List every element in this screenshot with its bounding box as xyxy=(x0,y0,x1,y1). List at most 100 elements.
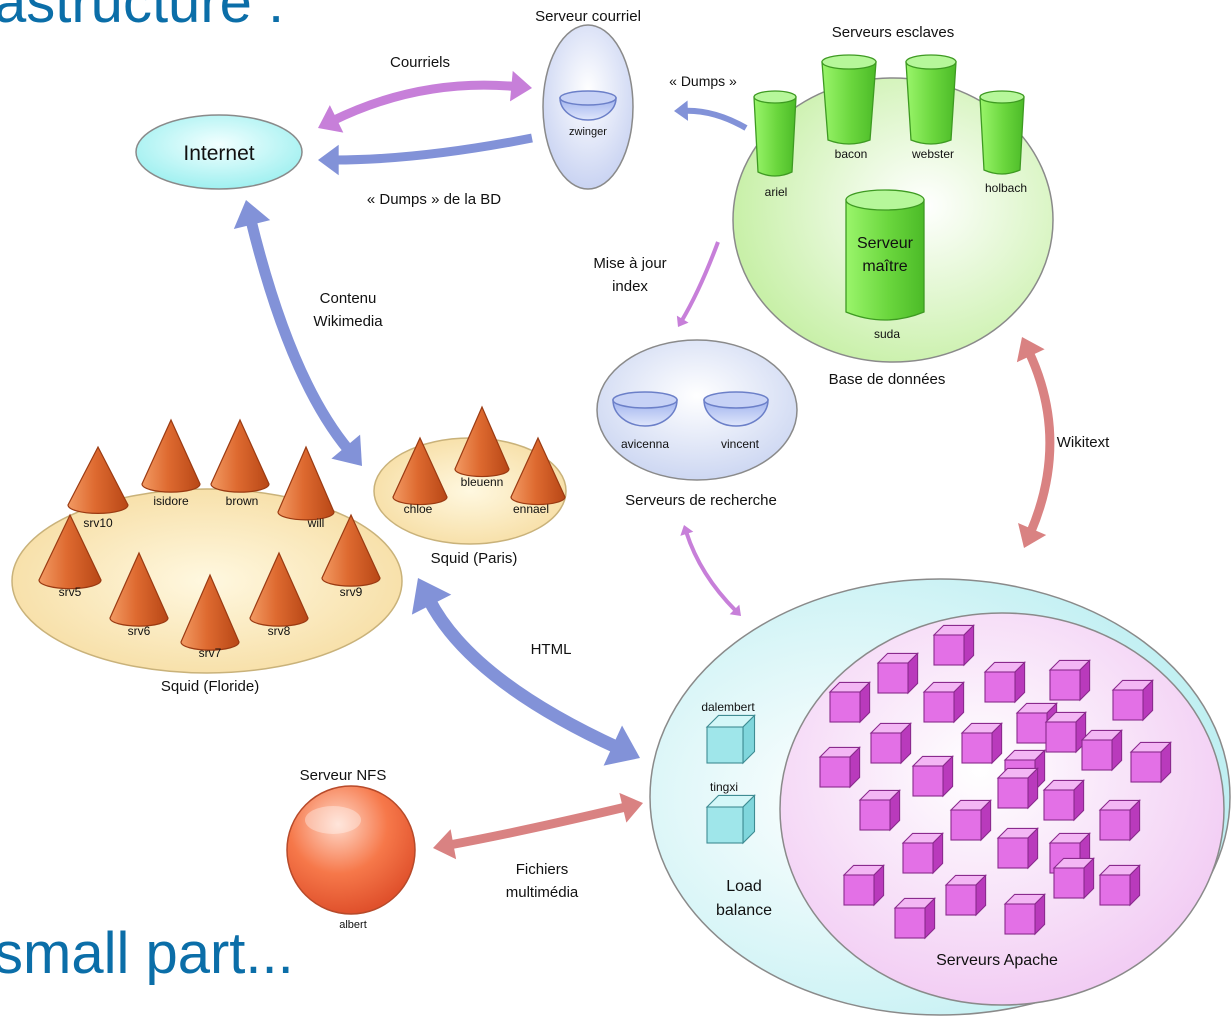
cubes-layer xyxy=(705,624,1172,940)
apache-server-cube xyxy=(818,746,861,789)
slide-footer-fragment: small part... xyxy=(0,921,294,986)
apache-server-cube xyxy=(1052,857,1095,900)
apache-server-cube xyxy=(842,864,885,907)
cone-srv5 xyxy=(38,513,102,590)
apache-server-cube xyxy=(828,681,871,724)
squid-florida-host-isidore: isidore xyxy=(153,494,189,508)
edge-label-fichiers-line1: Fichiers xyxy=(516,861,569,878)
database-title: Base de données xyxy=(829,371,946,388)
edge-label-mise-line2: index xyxy=(612,278,648,295)
slave-server-bacon xyxy=(821,54,877,145)
lb-host-dalembert: dalembert xyxy=(701,700,755,714)
cone-chloe xyxy=(392,436,448,506)
edge-label-courriels: Courriels xyxy=(390,54,450,71)
squid-florida-host-srv5: srv5 xyxy=(59,585,82,599)
arrow-wikitext xyxy=(1016,337,1055,548)
cone-srv10 xyxy=(67,445,129,514)
slave-label-webster: webster xyxy=(911,147,954,161)
arrow-search-apache xyxy=(680,525,741,616)
master-label-line2: maître xyxy=(862,258,907,275)
squid-florida-host-srv9: srv9 xyxy=(340,585,363,599)
squid-florida-host-srv10: srv10 xyxy=(83,516,113,530)
cone-will xyxy=(277,445,335,521)
apache-server-cube xyxy=(932,624,975,667)
arrow-html xyxy=(411,578,640,766)
mail-server-title: Serveur courriel xyxy=(535,8,641,25)
arrow-dumps-to-mail xyxy=(674,100,748,131)
master-host-label: suda xyxy=(874,327,900,341)
slaves-title: Serveurs esclaves xyxy=(832,24,955,41)
apache-server-cube xyxy=(858,789,901,832)
apache-server-cube xyxy=(960,722,1003,765)
apache-server-cube xyxy=(901,832,944,875)
slave-server-holbach xyxy=(979,90,1025,175)
nfs-host: albert xyxy=(339,919,367,931)
search-host-vincent: vincent xyxy=(721,437,760,451)
slide-title-fragment: astructure : xyxy=(0,0,285,35)
apache-server-cube xyxy=(1003,893,1046,936)
apache-server-cube xyxy=(922,681,965,724)
squid-florida-host-brown: brown xyxy=(226,494,259,508)
apache-server-cube xyxy=(1044,711,1087,754)
master-label-line1: Serveur xyxy=(857,235,914,252)
arrow-mise-a-jour-index xyxy=(676,241,720,327)
squid-florida-title: Squid (Floride) xyxy=(161,678,259,695)
slave-label-holbach: holbach xyxy=(985,181,1027,195)
cone-srv8 xyxy=(249,551,309,627)
cone-srv6 xyxy=(109,551,169,627)
cone-bleuenn xyxy=(454,405,510,478)
edge-label-fichiers-line2: multimédia xyxy=(506,884,579,901)
cone-brown xyxy=(210,418,270,493)
apache-server-cube xyxy=(983,661,1026,704)
apache-server-cube xyxy=(996,767,1039,810)
master-server-suda xyxy=(845,189,925,321)
arrow-fichiers-multimedia xyxy=(433,792,643,860)
slave-server-ariel xyxy=(753,90,797,177)
apache-server-cube xyxy=(1042,779,1085,822)
edge-label-contenu-line1: Contenu xyxy=(320,290,377,307)
lb-host-tingxi: tingxi xyxy=(710,780,738,794)
cone-srv9 xyxy=(321,513,381,587)
avicenna-bowl xyxy=(612,391,678,427)
edge-label-html: HTML xyxy=(531,641,572,658)
slave-label-bacon: bacon xyxy=(835,147,868,161)
lb-label-line1: Load xyxy=(726,878,762,895)
internet-node xyxy=(135,114,303,190)
cone-ennael xyxy=(510,436,566,506)
apache-title: Serveurs Apache xyxy=(936,952,1058,969)
apache-server-cube xyxy=(1111,679,1154,722)
squid-paris-host-chloe: chloe xyxy=(404,502,433,516)
nfs-title: Serveur NFS xyxy=(300,767,387,784)
arrow-courriels xyxy=(318,70,532,133)
search-servers-cluster xyxy=(596,339,798,481)
edge-label-dumps-quote: « Dumps » xyxy=(669,73,737,89)
cone-isidore xyxy=(141,418,201,493)
apache-server-cube xyxy=(1080,729,1123,772)
nfs-server-node xyxy=(286,785,416,915)
squid-florida-host-srv7: srv7 xyxy=(199,646,222,660)
vincent-bowl xyxy=(703,391,769,427)
arrow-dumps-bd xyxy=(318,133,533,176)
arrow-contenu-wikimedia xyxy=(233,200,362,466)
nfs-highlight xyxy=(305,806,361,834)
squid-paris-title: Squid (Paris) xyxy=(431,550,518,567)
apache-server-cube xyxy=(1129,741,1172,784)
apache-server-cube xyxy=(949,799,992,842)
arrows-layer xyxy=(233,70,1055,860)
apache-server-cube xyxy=(1098,864,1141,907)
squid-florida-host-srv6: srv6 xyxy=(128,624,151,638)
apache-server-cube xyxy=(996,827,1039,870)
edge-label-wikitext: Wikitext xyxy=(1057,434,1110,451)
slave-server-webster xyxy=(905,54,957,145)
apache-server-cube xyxy=(893,897,936,940)
apache-server-cube xyxy=(911,755,954,798)
edge-label-contenu-line2: Wikimedia xyxy=(313,313,383,330)
apache-server-cube xyxy=(944,874,987,917)
cube-dalembert xyxy=(705,714,756,765)
search-host-avicenna: avicenna xyxy=(621,437,669,451)
apache-server-cube xyxy=(1048,659,1091,702)
cone-srv7 xyxy=(180,573,240,651)
cones-layer xyxy=(38,405,566,651)
mail-server-host: zwinger xyxy=(569,126,607,138)
